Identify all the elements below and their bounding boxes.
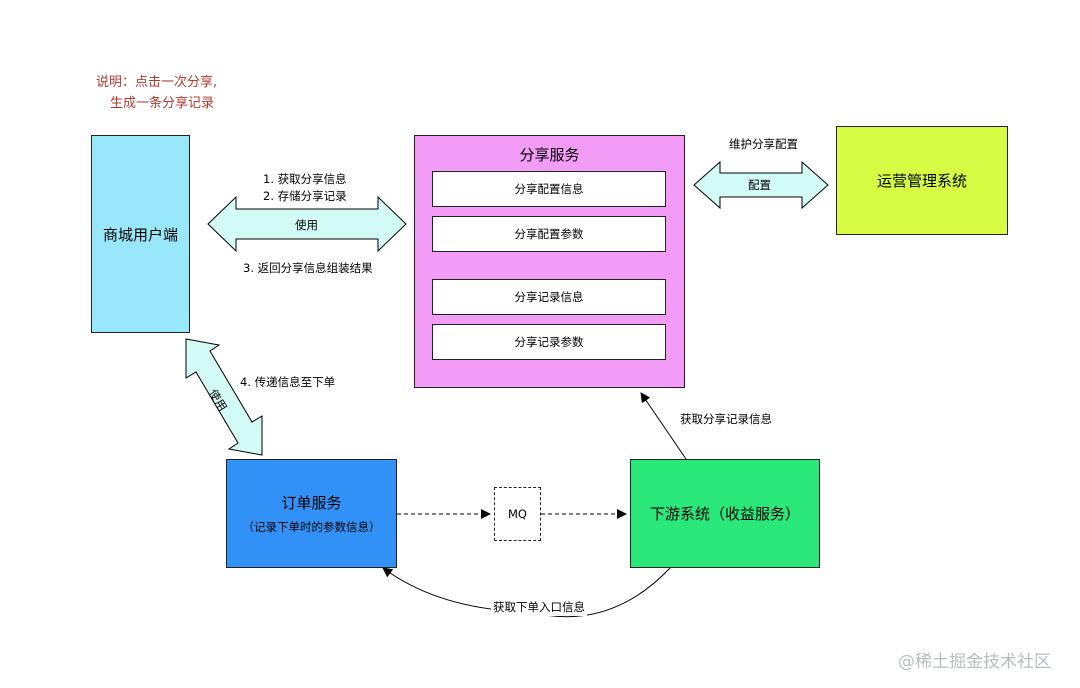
watermark: @稀土掘金技术社区 (898, 652, 1051, 672)
edge-label-get-share-info: 1. 获取分享信息 (263, 172, 347, 186)
ops-system-box: 运营管理系统 (836, 126, 1008, 235)
edge-label-use-client-share: 使用 (295, 218, 318, 232)
edge-label-return-share-result: 3. 返回分享信息组装结果 (243, 261, 373, 275)
share-service-title: 分享服务 (519, 146, 580, 164)
order-service-title: 订单服务 (281, 494, 342, 512)
share-item-record-params: 分享记录参数 (432, 324, 666, 360)
edge-label-get-share-record: 获取分享记录信息 (680, 412, 772, 426)
note-line-2: 生成一条分享记录 (110, 96, 215, 111)
edge-label-get-order-entry: 获取下单入口信息 (491, 599, 587, 616)
mall-client-box: 商城用户端 (91, 135, 190, 333)
edge-label-maintain-config: 维护分享配置 (729, 137, 798, 151)
downstream-box: 下游系统（收益服务） (630, 459, 820, 568)
order-service-box: 订单服务 （记录下单时的参数信息） (226, 459, 397, 568)
mq-box: MQ (494, 487, 541, 541)
arrow-downstream-share (640, 392, 687, 460)
edge-label-store-share-record: 2. 存储分享记录 (263, 189, 347, 203)
share-item-config-params: 分享配置参数 (432, 216, 666, 252)
note-line-1: 说明：点击一次分享, (96, 75, 218, 90)
downstream-label: 下游系统（收益服务） (649, 505, 800, 523)
edge-label-pass-info-to-order: 4. 传递信息至下单 (240, 375, 336, 389)
share-item-config-info: 分享配置信息 (432, 171, 666, 207)
double-arrow-share-ops (693, 160, 829, 210)
mq-label: MQ (508, 506, 527, 521)
edge-label-config: 配置 (748, 178, 771, 192)
share-service-box: 分享服务 分享配置信息 分享配置参数 分享记录信息 分享记录参数 (414, 135, 685, 388)
share-item-record-info: 分享记录信息 (432, 279, 666, 315)
note: 说明：点击一次分享, 生成一条分享记录 (96, 72, 217, 114)
double-arrow-client-order (185, 338, 263, 456)
mall-client-label: 商城用户端 (102, 225, 178, 244)
double-arrow-client-share (207, 195, 407, 253)
ops-system-label: 运营管理系统 (876, 172, 967, 190)
order-service-subtitle: （记录下单时的参数信息） (242, 520, 381, 534)
